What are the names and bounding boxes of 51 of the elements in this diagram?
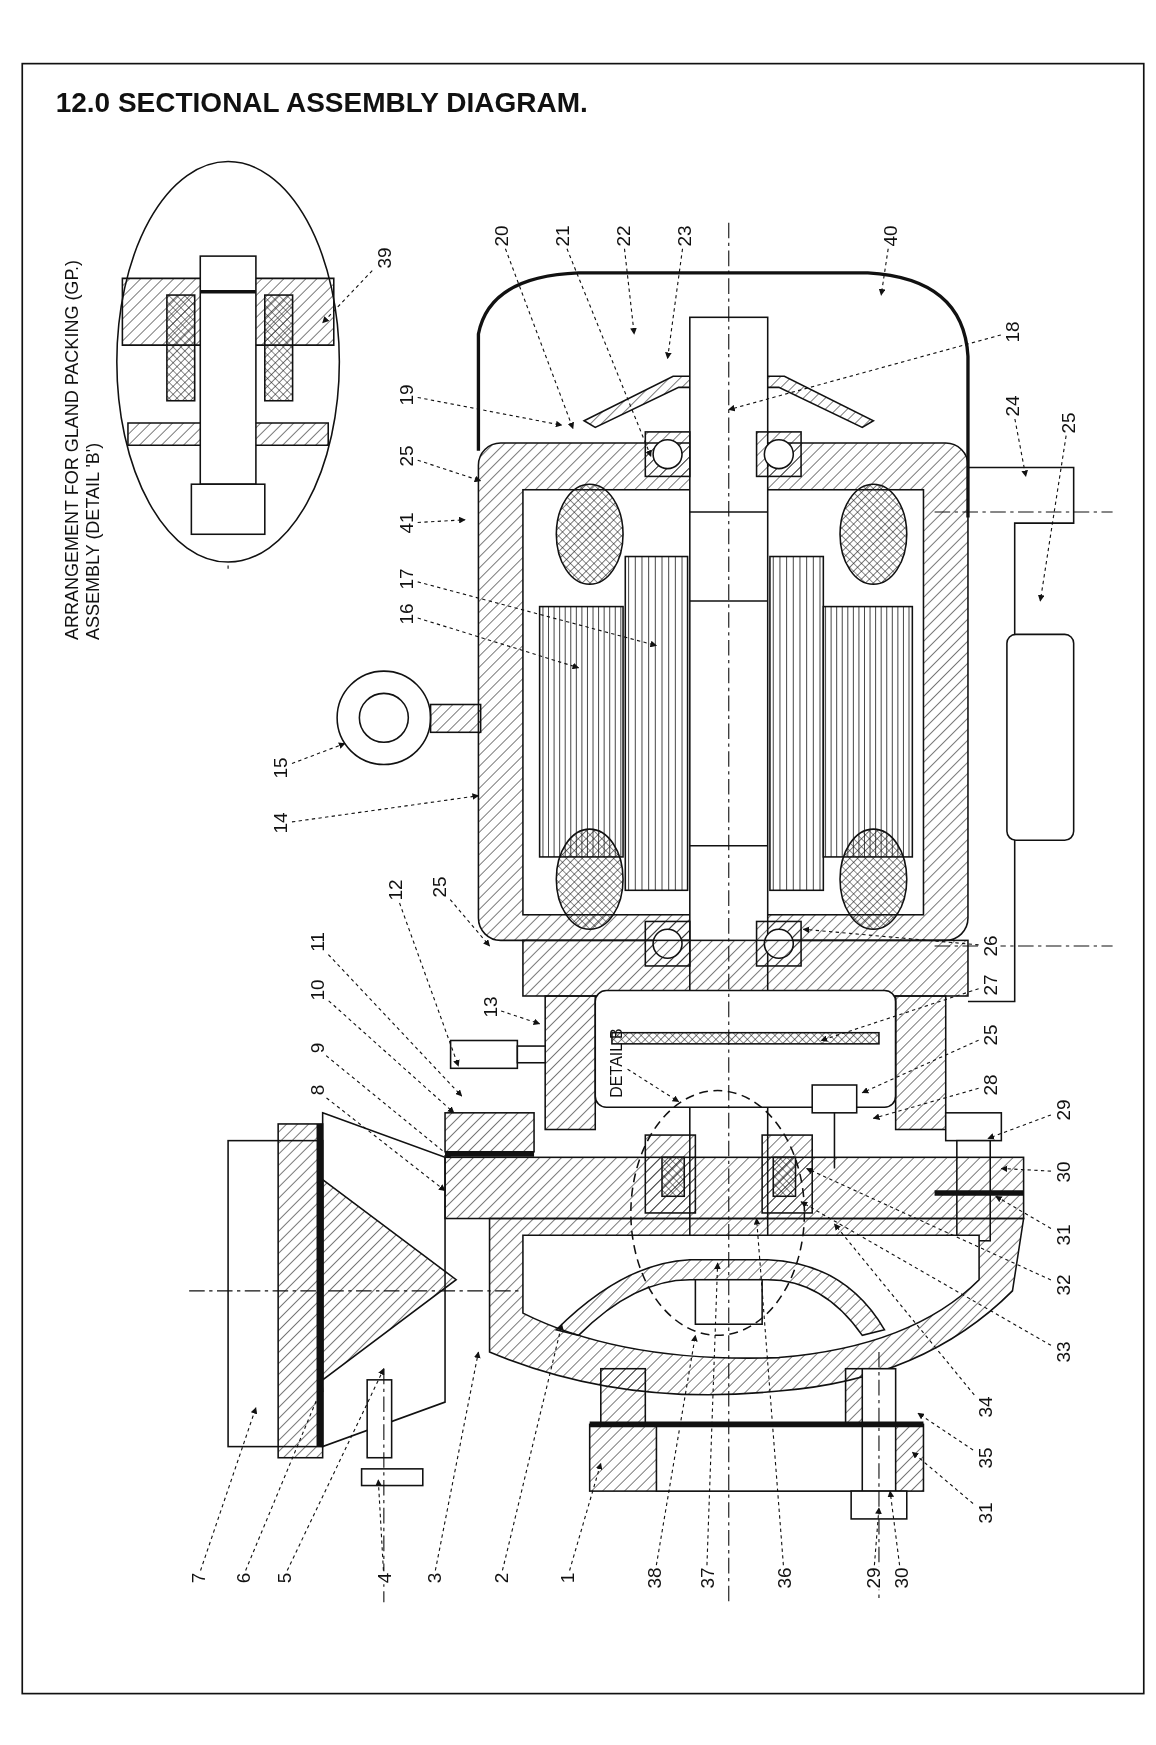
leader-line — [728, 334, 1002, 412]
leader-line — [820, 988, 980, 1042]
leader-line — [417, 581, 658, 648]
leader-line — [434, 1351, 481, 1572]
leader-line — [800, 1201, 1052, 1346]
leader-line — [417, 516, 466, 524]
leader-line — [1037, 435, 1067, 602]
leader-line — [200, 1407, 258, 1572]
callout-number: 26 — [979, 934, 1001, 958]
leader-line — [987, 1114, 1052, 1140]
leader-line — [887, 1490, 901, 1566]
leader-line — [291, 793, 480, 823]
leader-line — [327, 954, 463, 1097]
leader-line — [665, 248, 684, 360]
leader-line — [328, 1000, 455, 1114]
leader-line — [417, 396, 563, 428]
leader-line — [399, 902, 460, 1067]
leader-line — [325, 1055, 452, 1158]
leader-line — [326, 1097, 446, 1192]
leader-line — [995, 1195, 1052, 1229]
leader-line — [417, 459, 482, 483]
leader-line — [623, 248, 637, 335]
leader-line — [1014, 418, 1028, 478]
leader-line — [627, 1068, 680, 1103]
leader-line — [861, 1039, 980, 1094]
leader-line — [806, 1167, 1052, 1281]
leader-line — [917, 1412, 974, 1451]
leader-line — [449, 899, 491, 947]
leader-line — [417, 617, 580, 670]
leader-line — [753, 1217, 784, 1566]
leader-line — [706, 1262, 721, 1566]
leader-line — [566, 248, 652, 457]
leader-line — [1000, 1165, 1052, 1173]
leader-line — [322, 270, 373, 324]
detail-label: DETAIL B — [608, 1026, 627, 1099]
leader-line — [873, 1507, 882, 1566]
leader-line — [911, 1451, 974, 1505]
leader-line — [569, 1462, 603, 1572]
leader-line — [802, 926, 980, 946]
leader-line — [500, 1010, 541, 1026]
leader-line — [833, 1223, 975, 1396]
leader-line — [872, 1087, 980, 1120]
leader-line — [286, 1368, 385, 1572]
leader-line — [291, 742, 346, 765]
diagram-title: 12.0 SECTIONAL ASSEMBLY DIAGRAM. — [55, 86, 588, 119]
leader-line — [878, 248, 889, 296]
inset-heading: ARRANGEMENT FOR GLAND PACKING (GP.) ASSEMBLY (DETAIL 'B') — [62, 258, 105, 641]
leader-line — [655, 1334, 698, 1566]
leader-line — [375, 1479, 384, 1572]
leader-line — [504, 248, 574, 430]
leader-line — [501, 1323, 564, 1572]
